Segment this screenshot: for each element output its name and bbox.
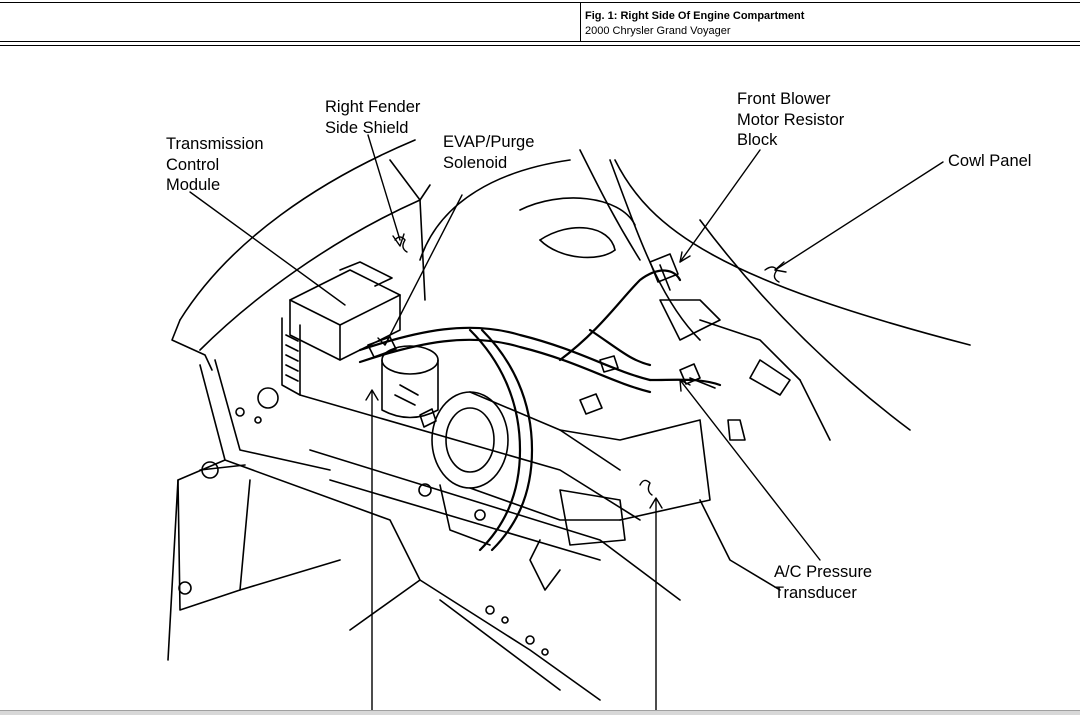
- label-line: Solenoid: [443, 153, 508, 172]
- figure-header: Fig. 1: Right Side Of Engine Compartment…: [0, 2, 1080, 42]
- header-rule: [0, 45, 1080, 46]
- leader-evap: [384, 194, 463, 346]
- strut-tower: [419, 149, 701, 341]
- label-cowl-panel: Cowl Panel: [948, 151, 1031, 172]
- label-line: Front Blower: [737, 90, 831, 108]
- label-line: Side Shield: [325, 118, 409, 137]
- transmission-control-module: [281, 261, 401, 396]
- leader-fender: [367, 134, 401, 241]
- leader-blower: [679, 149, 761, 263]
- radiator-support: [167, 359, 681, 701]
- status-bar: [0, 710, 1080, 715]
- label-line: Control: [166, 155, 220, 174]
- label-line: EVAP/Purge: [443, 133, 535, 151]
- leader-tcm: [189, 191, 346, 306]
- label-line: A/C Pressure: [774, 563, 873, 581]
- label-line: Module: [166, 176, 221, 194]
- wiring-harness: [358, 269, 722, 552]
- label-line: Cowl Panel: [948, 152, 1032, 170]
- label-transmission-control-module: Transmission Control Module: [166, 134, 264, 196]
- label-line: Transmission: [166, 135, 264, 153]
- cowl-panel: [614, 159, 971, 441]
- header-divider: [580, 3, 581, 41]
- vehicle-name: 2000 Chrysler Grand Voyager: [585, 25, 731, 37]
- figure-title: Fig. 1: Right Side Of Engine Compartment: [585, 10, 805, 22]
- transaxle: [418, 391, 781, 591]
- label-line: Transducer: [774, 583, 857, 602]
- connectors: [579, 253, 716, 496]
- label-line: Motor Resistor: [737, 110, 845, 129]
- leader-ac: [679, 379, 821, 561]
- label-evap-purge-solenoid: EVAP/Purge Solenoid: [443, 132, 534, 173]
- label-front-blower-motor-resistor: Front Blower Motor Resistor Block: [737, 89, 844, 151]
- evap-purge-solenoid: [367, 336, 439, 428]
- label-right-fender: Right Fender Side Shield: [325, 97, 420, 138]
- label-ac-pressure-transducer: A/C Pressure Transducer: [774, 562, 872, 603]
- label-line: Block: [737, 131, 778, 149]
- label-line: Right Fender: [325, 98, 421, 116]
- leader-cowl: [774, 161, 944, 271]
- leader-lines: [189, 134, 944, 715]
- fender-panel: [171, 139, 431, 371]
